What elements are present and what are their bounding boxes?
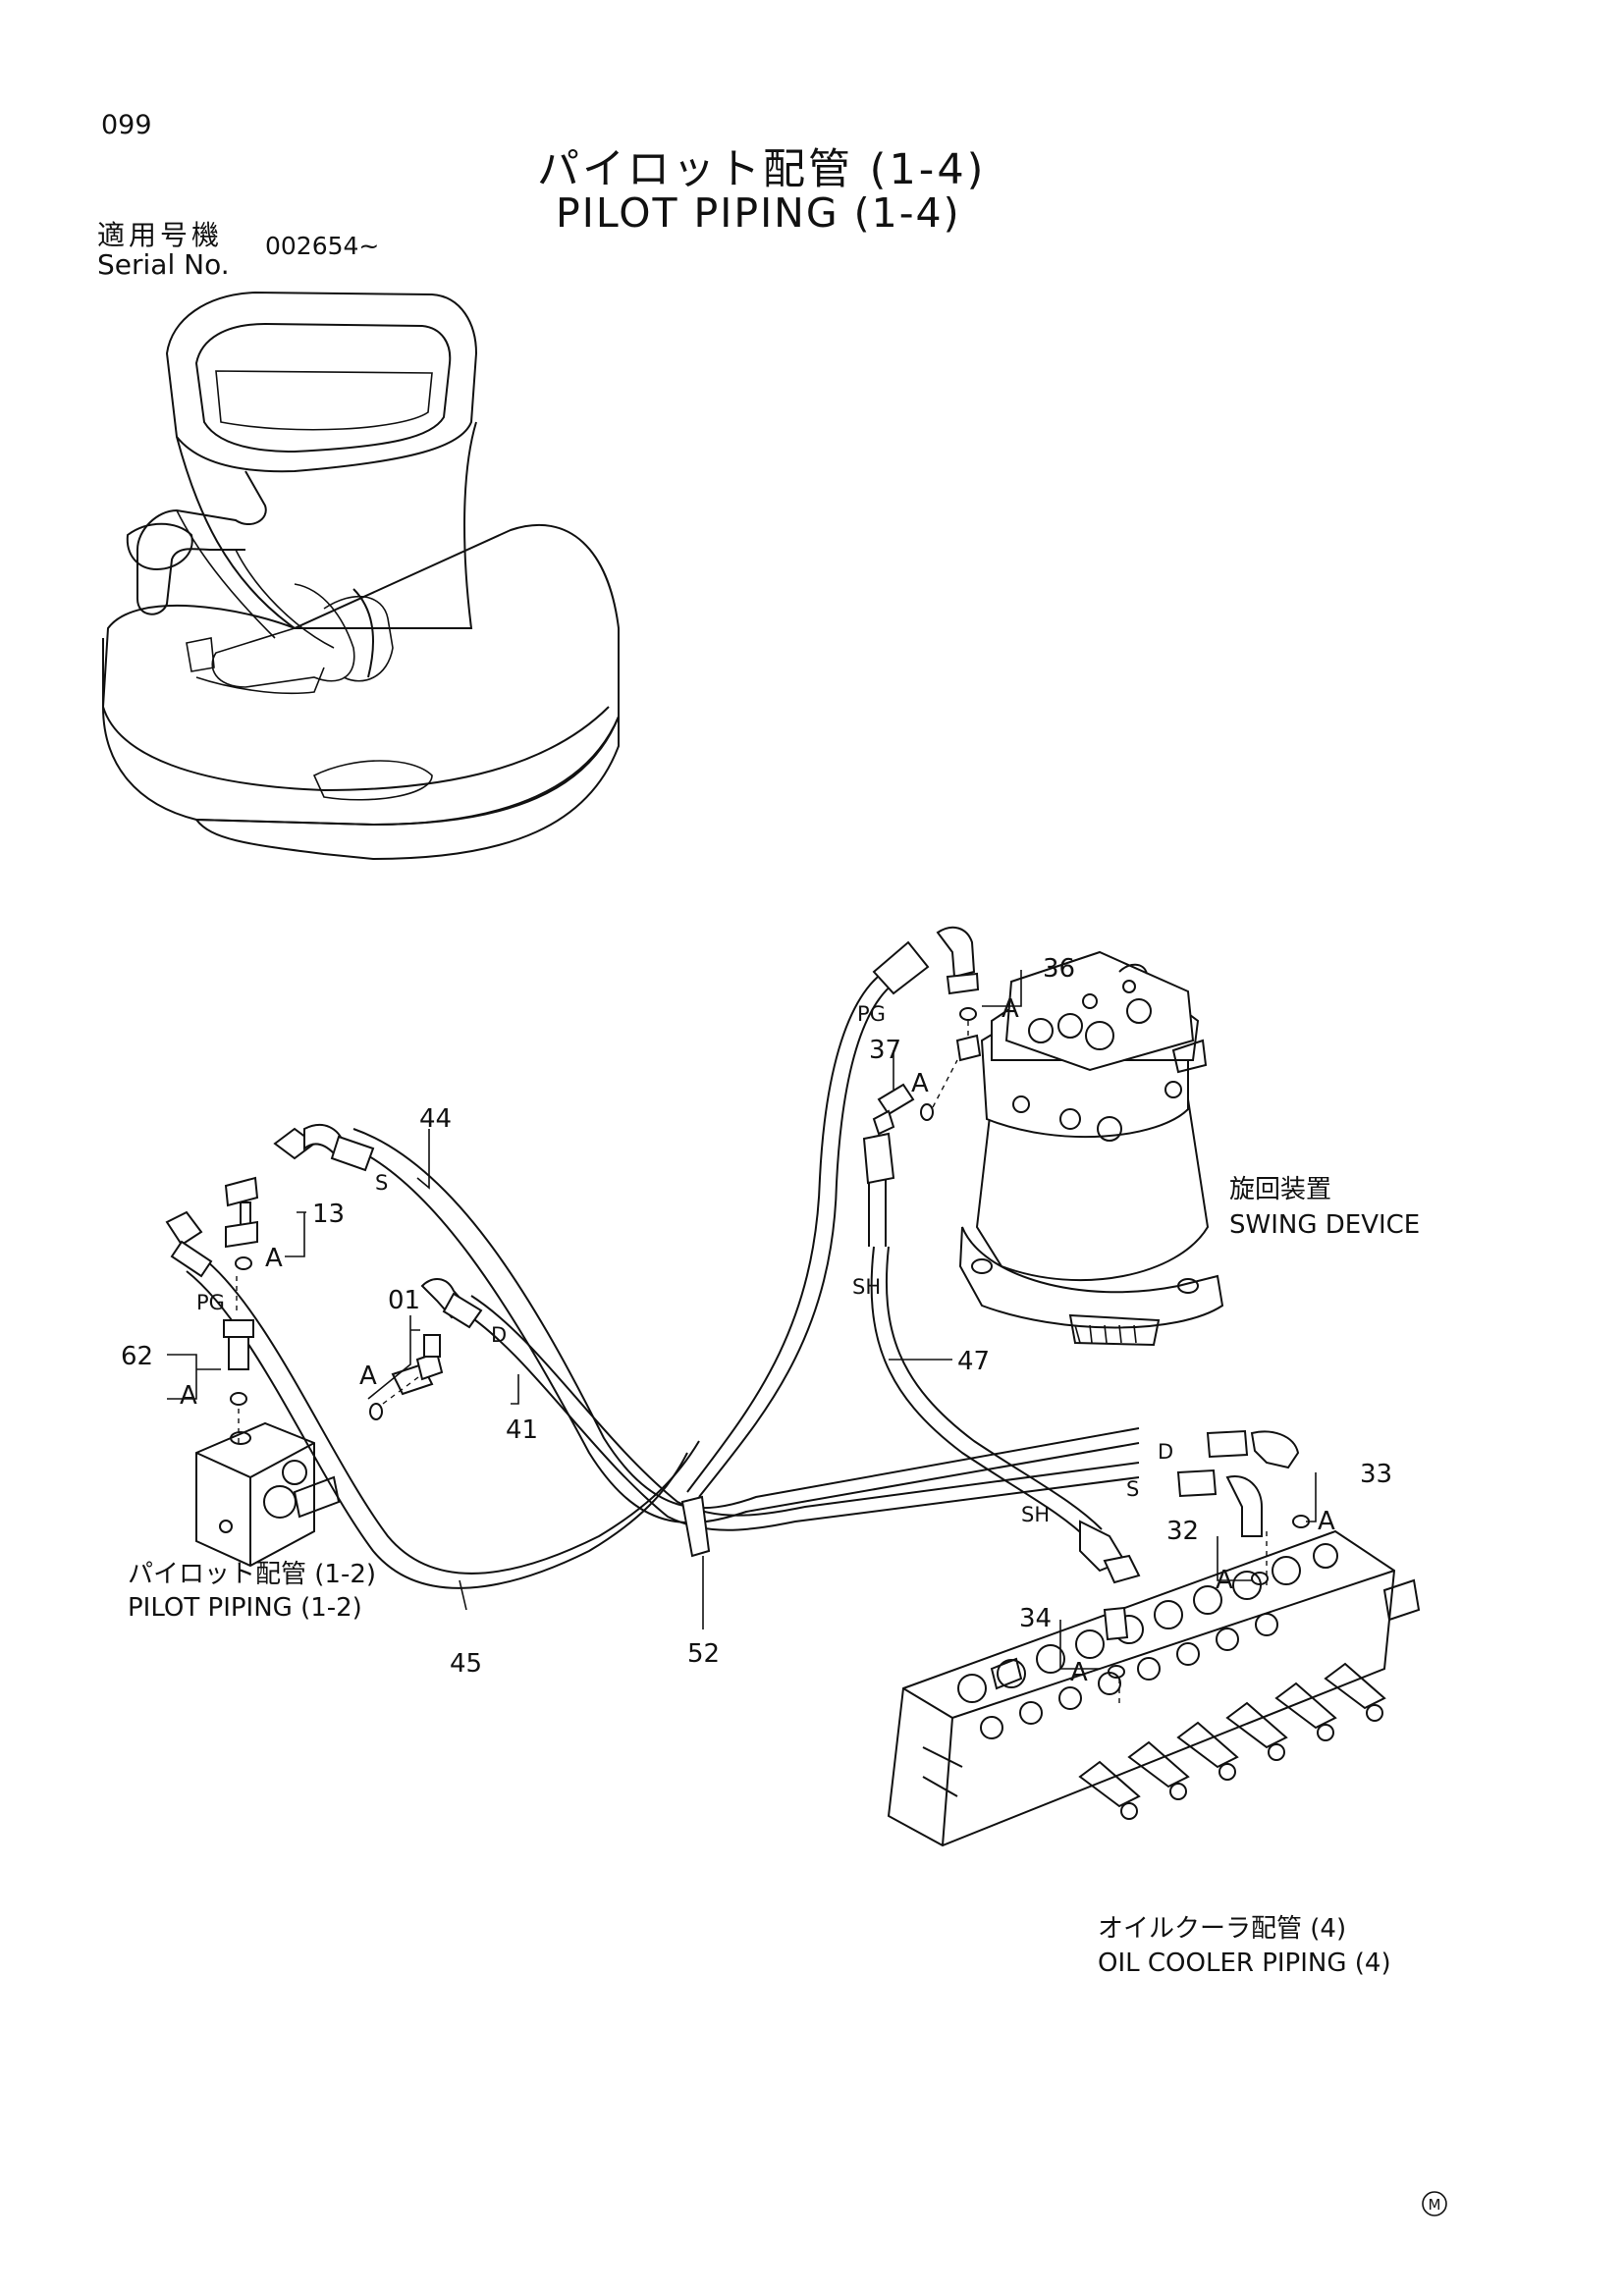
connection-markers: A A A A A A A A PG PG S S D D SH SH (180, 994, 1335, 1687)
swing-device-label-jp: 旋回装置 (1229, 1175, 1331, 1204)
valve-spools (1078, 1662, 1386, 1820)
page-title-en: PILOT PIPING (1-4) (556, 189, 961, 237)
callout-44: 44 (419, 1104, 452, 1134)
hose-pg-swing (686, 971, 894, 1498)
swing-device-illustration (958, 950, 1224, 1347)
page-title-jp: パイロット配管 (1-4) (537, 145, 987, 194)
serial-label-jp: 適用号機 (97, 219, 224, 251)
oil-cooler-piping-label-en: OIL COOLER PIPING (4) (1098, 1949, 1391, 1978)
oil-cooler-piping-label-jp: オイルクーラ配管 (4) (1098, 1914, 1346, 1944)
hose-41 (460, 1295, 1140, 1531)
marker-sh: SH (852, 1275, 881, 1299)
hose-47 (870, 1246, 1103, 1542)
cab-overview-illustration (101, 291, 620, 861)
callout-37: 37 (869, 1036, 901, 1065)
callout-52: 52 (687, 1639, 720, 1669)
callout-47: 47 (957, 1347, 990, 1376)
hose-45 (186, 1255, 700, 1589)
marker-pg: PG (196, 1291, 225, 1314)
marker-s: S (375, 1171, 388, 1195)
callout-41: 41 (506, 1415, 538, 1445)
callout-13: 13 (312, 1200, 345, 1229)
corner-mark-letter: M (1429, 2196, 1441, 2214)
fittings (165, 926, 1300, 1641)
pilot-piping-12-label-en: PILOT PIPING (1-2) (128, 1593, 362, 1623)
hose-36-swing (868, 1178, 887, 1247)
callout-45: 45 (450, 1649, 482, 1679)
part-callouts: 44 13 01 62 41 45 52 36 37 47 33 32 34 (121, 954, 1392, 1679)
clamp-52 (680, 1495, 711, 1558)
marker-s: S (1126, 1477, 1139, 1501)
serial-value: 002654~ (265, 232, 380, 260)
marker-d: D (1158, 1440, 1173, 1464)
callout-36: 36 (1043, 954, 1075, 984)
swing-device-label-en: SWING DEVICE (1229, 1210, 1420, 1240)
marker-a: A (1001, 994, 1019, 1024)
reference-labels: 旋回装置 SWING DEVICE パイロット配管 (1-2) PILOT PI… (128, 1175, 1420, 1978)
callout-32: 32 (1166, 1517, 1199, 1546)
control-valve-illustration (887, 1529, 1421, 1847)
o-rings (230, 1007, 1310, 1679)
marker-sh: SH (1021, 1503, 1050, 1526)
callout-34: 34 (1019, 1604, 1052, 1633)
marker-a: A (359, 1362, 377, 1391)
marker-d: D (491, 1323, 507, 1347)
marker-pg: PG (857, 1002, 886, 1026)
marker-a: A (180, 1381, 197, 1411)
serial-label-en: Serial No. (97, 248, 230, 281)
callout-01: 01 (388, 1286, 420, 1315)
pilot-piping-12-label-jp: パイロット配管 (1-2) (128, 1560, 376, 1589)
marker-a: A (1318, 1507, 1335, 1536)
page-number: 099 (101, 110, 152, 140)
callout-33: 33 (1360, 1460, 1392, 1489)
callout-62: 62 (121, 1342, 153, 1371)
marker-a: A (1070, 1658, 1088, 1687)
callout-brackets (167, 970, 1317, 1670)
corner-mark: M (1422, 2191, 1447, 2216)
dashed-leaders (236, 1021, 1268, 1703)
marker-a: A (265, 1244, 283, 1273)
marker-a: A (1216, 1566, 1233, 1595)
marker-a: A (911, 1069, 929, 1098)
pilot-valve-block (195, 1421, 341, 1568)
